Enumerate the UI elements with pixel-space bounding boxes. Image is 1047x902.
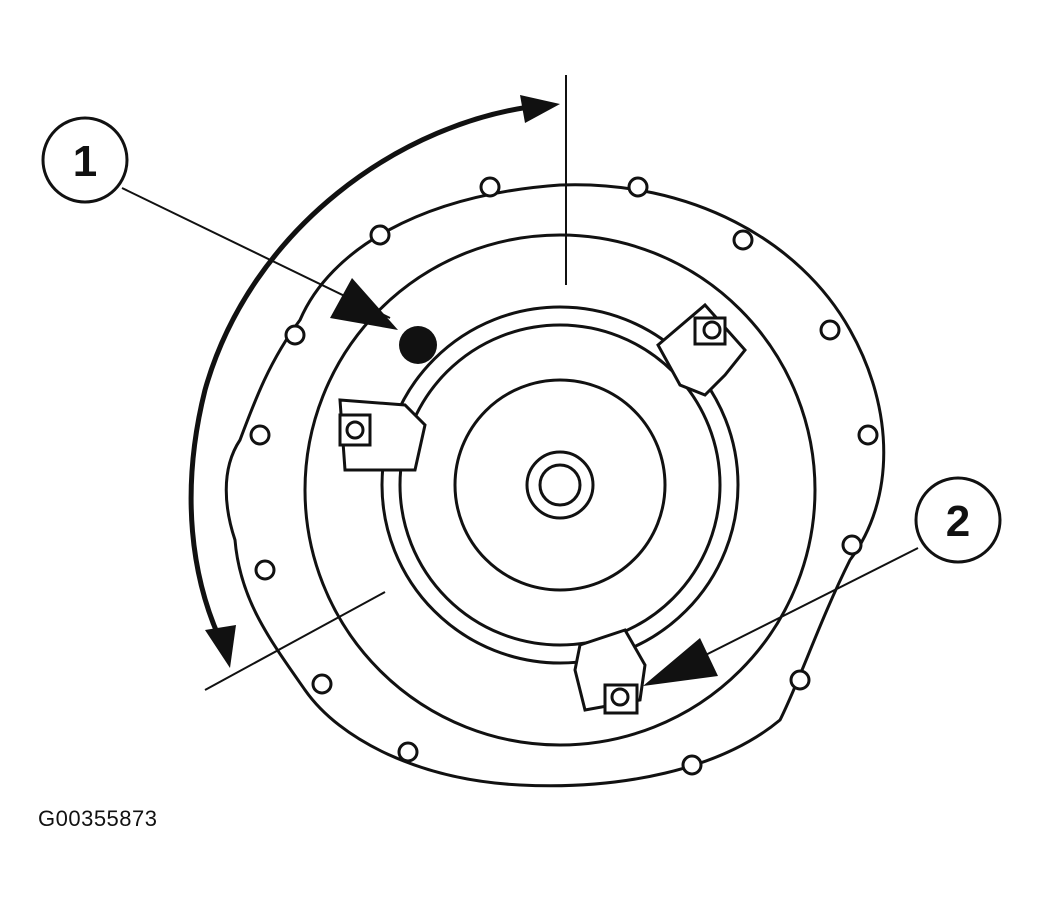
bolt-hole [789,669,811,691]
callout-1-arrowhead [330,278,398,330]
converter-hub-ring [453,378,667,592]
bolt-hole [311,673,333,695]
shaft-outer [525,450,595,520]
rotation-arrowhead-bottom [205,625,236,668]
rotation-arc [188,102,546,652]
housing-flange [224,183,886,788]
callout-1-circle [41,116,129,204]
bolt-hole [732,229,754,251]
callout-2-circle [914,476,1002,564]
callout-1-label: 1 [73,137,97,186]
bolt-hole [284,324,306,346]
angled-reference-line [204,591,386,691]
bolt-hole [819,319,841,341]
rotation-arrowhead-top [520,95,560,123]
bolt-hole [857,424,879,446]
bolt-hole [479,176,501,198]
callout-2-label: 2 [946,497,970,546]
bolt-hole [254,559,276,581]
bolt-hole [841,534,863,556]
figure-id: G00355873 [38,806,158,831]
alignment-mark-dot [399,326,437,364]
bolt-holes [249,176,879,776]
converter-outer-ring [380,305,740,665]
converter-lug [573,628,647,715]
converter-lug [338,398,427,472]
bolt-hole [681,754,703,776]
callout-2: 2 [643,476,1002,686]
bolt-hole [397,741,419,763]
callout-2-arrowhead [643,638,718,686]
converter-inner-ring [398,323,722,647]
bolt-hole [369,224,391,246]
outer-ring [303,233,817,747]
bolt-hole [627,176,649,198]
housing-rings [303,233,817,747]
bolt-hole [249,424,271,446]
shaft-inner [538,463,582,507]
converter-lug [656,302,747,397]
callout-1: 1 [41,116,398,330]
